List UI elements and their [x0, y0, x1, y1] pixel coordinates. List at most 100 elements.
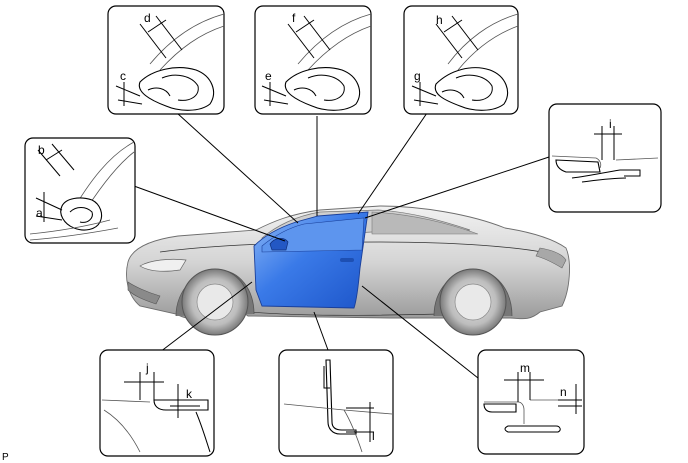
fender-panel-jk-2	[103, 409, 141, 453]
roof-panel-outline-2	[159, 25, 225, 71]
dim-f-line-1	[287, 23, 315, 59]
door-inner-mn	[504, 425, 561, 433]
weatherstrip-section-gh	[434, 67, 508, 111]
inner-panel-i	[571, 169, 641, 179]
detail-box-i-frame	[548, 103, 662, 213]
door-edge-i	[555, 159, 601, 173]
headlight	[139, 258, 187, 272]
rear-window	[371, 211, 479, 235]
weatherstrip-ef-lip	[293, 87, 317, 97]
weatherstrip-cd-lip	[147, 87, 171, 97]
front-wheel-hub	[196, 283, 234, 321]
dim-h-line-2	[451, 15, 479, 51]
dim-b-line-1	[37, 149, 61, 177]
detail-box-e-f: f e	[254, 5, 372, 115]
weatherstrip-gh-inner	[455, 74, 493, 101]
leader-j-k	[159, 281, 253, 353]
roof-panel-outline	[149, 13, 225, 65]
car-illustration	[126, 205, 570, 336]
front-grille	[127, 281, 161, 305]
detail-box-c-d: d c	[107, 5, 225, 115]
rear-wheel-hub	[454, 283, 492, 321]
door-edge-l	[325, 359, 357, 435]
leader-lines	[133, 112, 550, 379]
door-edge-jk	[153, 399, 209, 411]
roof-panel-outline-gh	[447, 13, 519, 65]
door-edge-mn	[483, 403, 517, 413]
dim-c-line-2	[117, 99, 143, 105]
dim-e-line-1	[261, 85, 287, 97]
label-h: h	[436, 13, 443, 27]
detail-box-m-n: m n	[477, 349, 585, 455]
label-i: i	[609, 117, 612, 131]
door-frame-line	[29, 219, 111, 235]
dim-d-arrow	[147, 19, 167, 33]
label-k: k	[186, 387, 193, 401]
door-inner-l	[323, 366, 330, 389]
roof-panel-outline-ef-2	[307, 25, 372, 71]
label-n: n	[560, 385, 567, 399]
fender-panel-jk	[101, 399, 151, 403]
side-mirror	[269, 238, 289, 251]
door-handle	[340, 258, 354, 262]
weatherstrip-cd-inner	[161, 74, 199, 101]
rocker-panel-l-2	[343, 409, 363, 453]
dim-g-line-2	[413, 99, 439, 105]
detail-box-a-b-frame	[24, 137, 136, 244]
tail-light	[535, 247, 567, 269]
dim-f-line-2	[303, 15, 331, 51]
dim-e-line-2	[263, 99, 289, 105]
leader-l	[313, 311, 329, 351]
weatherstrip-section-cd	[138, 67, 214, 111]
label-e: e	[265, 69, 272, 83]
label-j: j	[145, 361, 149, 375]
inner-panel-i-2	[581, 177, 627, 183]
door-frame-line-2	[29, 227, 119, 241]
leader-c-d	[176, 112, 299, 224]
dim-d-line-2	[155, 15, 183, 51]
dim-c-line-1	[115, 85, 141, 97]
dim-h-line-1	[435, 23, 463, 59]
detail-box-l-frame	[278, 349, 394, 457]
label-a: a	[36, 206, 43, 220]
leader-m-n	[361, 285, 479, 379]
dim-a-line-1	[35, 197, 63, 211]
leader-i	[364, 156, 550, 219]
detail-box-a-b: b a	[24, 137, 136, 244]
body-inner-jk	[195, 411, 211, 453]
dim-g-line-1	[411, 85, 437, 97]
dim-b-arrow	[45, 149, 63, 161]
label-b: b	[38, 143, 45, 157]
front-door-panel-i	[551, 155, 602, 169]
car-beltline	[159, 241, 563, 257]
label-d: d	[144, 11, 151, 25]
dim-a-line-2	[35, 215, 63, 221]
label-m: m	[520, 361, 530, 375]
detail-box-i: i	[548, 103, 662, 213]
dim-b-line-2	[51, 143, 75, 171]
weatherstrip-gh-lip	[441, 89, 465, 99]
label-l: l	[372, 429, 375, 443]
figure-code: P	[2, 452, 9, 463]
dim-f-arrow	[295, 19, 315, 33]
weatherstrip-ef-inner	[307, 74, 345, 101]
label-f: f	[292, 11, 296, 25]
rear-door-panel-i	[615, 157, 659, 161]
label-c: c	[120, 69, 126, 83]
detail-box-j-k: j k	[99, 349, 215, 457]
dim-h-arrow	[443, 19, 463, 33]
detail-box-l: l	[278, 349, 394, 457]
label-g: g	[414, 69, 421, 83]
car-rocker	[249, 311, 441, 316]
leader-a-b	[133, 185, 286, 242]
roof-panel-outline-gh-2	[457, 25, 519, 71]
detail-box-m-n-frame	[477, 349, 585, 455]
roof-panel-outline-ef	[297, 13, 372, 65]
dim-d-line-1	[139, 23, 167, 59]
detail-box-g-h: h g	[403, 5, 519, 115]
leader-g-h	[357, 112, 428, 215]
weatherstrip-inner	[69, 207, 93, 223]
weatherstrip-section-ef	[284, 67, 360, 111]
weatherstrip-section	[60, 197, 103, 231]
